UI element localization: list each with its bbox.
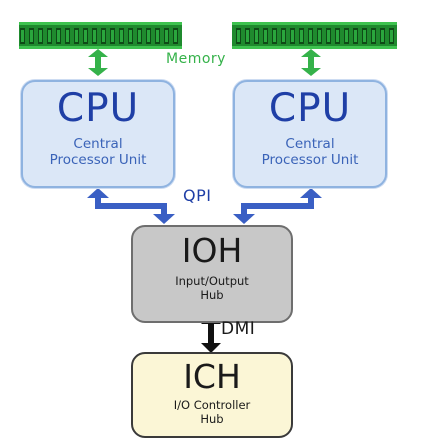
cpu-left-box: CPU Central Processor Unit xyxy=(21,80,175,188)
ich-box: ICH I/O Controller Hub xyxy=(131,352,293,438)
ioh-subtitle-1: Input/Output xyxy=(175,274,249,288)
memory-module-right-icon xyxy=(232,22,397,49)
ich-subtitle-1: I/O Controller xyxy=(173,398,251,412)
cpu-left-subtitle-2: Processor Unit xyxy=(49,152,147,168)
memory-module-left-icon xyxy=(19,22,182,49)
cpu-left-title: CPU xyxy=(56,86,140,131)
ioh-subtitle-2: Hub xyxy=(200,288,224,302)
cpu-right-subtitle-2: Processor Unit xyxy=(261,152,359,168)
qpi-link-left xyxy=(87,188,175,224)
cpu-right-title: CPU xyxy=(268,86,352,131)
ioh-box: IOH Input/Output Hub xyxy=(131,225,293,323)
ioh-title: IOH xyxy=(181,231,243,270)
qpi-link-right xyxy=(233,188,322,224)
memory-arrow-left-icon xyxy=(88,49,108,76)
qpi-label: QPI xyxy=(183,186,212,205)
memory-arrow-right-icon xyxy=(301,49,321,76)
ich-subtitle-2: Hub xyxy=(200,412,224,426)
cpu-right-subtitle-1: Central xyxy=(285,136,335,152)
ich-title: ICH xyxy=(183,357,241,396)
memory-label: Memory xyxy=(166,51,226,67)
cpu-right-box: CPU Central Processor Unit xyxy=(233,80,387,188)
cpu-left-subtitle-1: Central xyxy=(73,136,123,152)
dmi-label: DMI xyxy=(221,319,256,339)
